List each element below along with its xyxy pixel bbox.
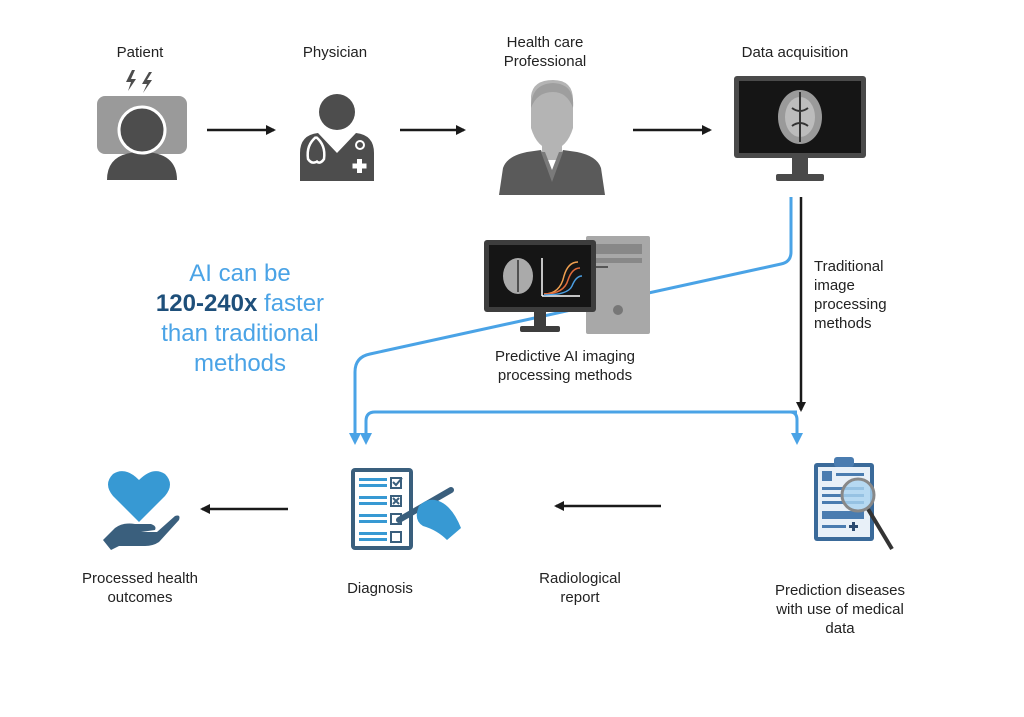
heart-hand-icon — [103, 471, 180, 550]
doctor-stethoscope-icon — [300, 94, 374, 181]
callout-line: AI can be — [189, 260, 291, 287]
label-line: Health care — [506, 34, 584, 51]
callout-highlight: 120-240x — [155, 290, 258, 317]
label-line: processing methods — [497, 367, 633, 384]
label-health-care-professional: Health care Professional — [480, 33, 610, 71]
computer-ai-analysis-icon — [484, 236, 650, 334]
label-traditional-methods: Traditional image processing methods — [814, 257, 887, 333]
speed-callout: AI can be 120-240x faster than tradition… — [130, 259, 350, 379]
patient-headache-icon — [97, 70, 187, 180]
callout-line: methods — [193, 350, 287, 377]
label-outcomes: Processed health outcomes — [60, 569, 220, 607]
monitor-brain-scan-icon — [734, 76, 866, 181]
checklist-pen-icon — [351, 468, 461, 550]
label-line: Prediction diseases — [774, 582, 906, 599]
label-diagnosis: Diagnosis — [347, 580, 413, 597]
clipboard-magnifier-icon — [814, 457, 894, 551]
label-line: data — [825, 620, 855, 637]
label-line: Professional — [503, 53, 587, 70]
label-prediction-diseases: Prediction diseases with use of medical … — [750, 581, 930, 638]
label-line: Radiological — [539, 570, 621, 587]
label-line: Predictive AI imaging — [494, 348, 636, 365]
label-line: methods — [814, 315, 872, 332]
label-predictive-ai: Predictive AI imaging processing methods — [470, 347, 660, 385]
callout-text: faster — [257, 290, 325, 317]
label-line: outcomes — [107, 589, 173, 606]
callout-line: 120-240x faster — [130, 289, 350, 319]
label-line: Processed health — [82, 570, 198, 587]
label-line: image — [814, 277, 855, 294]
arrow-blue-to-diagnosis — [360, 410, 797, 445]
label-radiological-report: Radiological report — [520, 569, 640, 607]
label-physician: Physician — [302, 44, 368, 61]
callout-line: than traditional — [161, 320, 319, 347]
arrow-blue-to-prediction — [700, 410, 803, 445]
label-line: with use of medical — [776, 601, 904, 618]
label-line: processing — [814, 296, 887, 313]
professional-person-icon — [499, 80, 605, 195]
label-patient: Patient — [116, 44, 164, 61]
label-data-acquisition: Data acquisition — [741, 44, 849, 61]
label-line: Traditional — [814, 258, 884, 275]
label-line: report — [560, 589, 600, 606]
